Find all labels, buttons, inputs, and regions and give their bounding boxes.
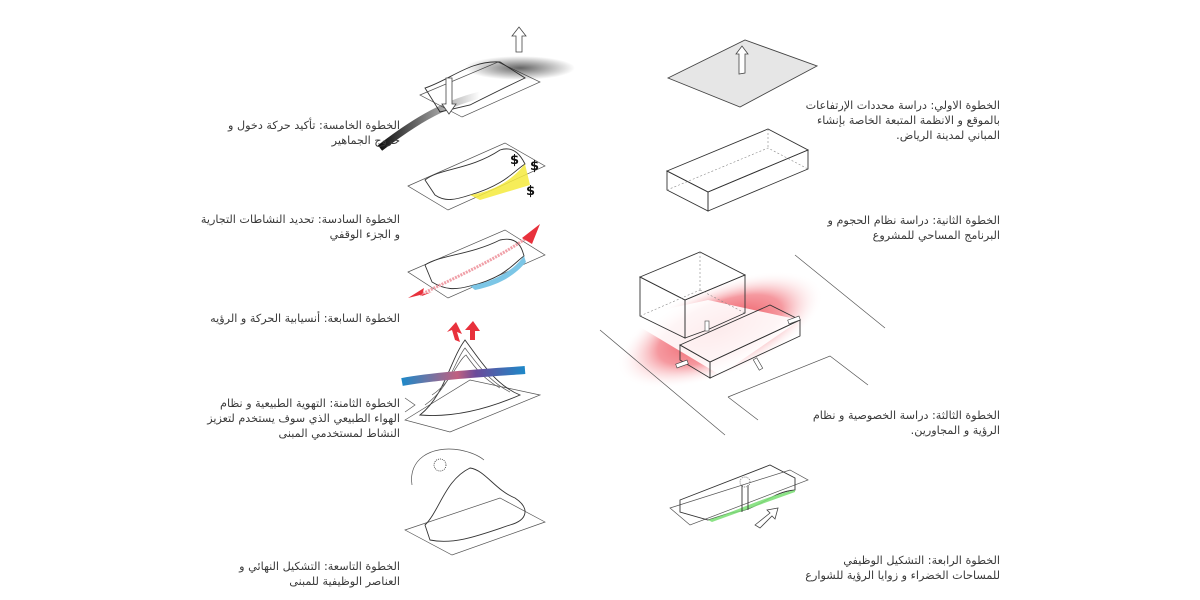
step-5-label: الخطوة الخامسة: تأكيد حركة دخول و خروج ا…	[200, 118, 400, 148]
crowd-particles	[465, 56, 575, 80]
label-line: الخطوة الثالثة: دراسة الخصوصية و نظام	[812, 409, 1000, 422]
label-line: الخطوة السابعة: أنسيابية الحركة و الرؤيه	[210, 312, 400, 325]
final-building-form	[424, 467, 526, 542]
step-4-label: الخطوة الرابعة: التشكيل الوظيفي للمساحات…	[800, 553, 1000, 583]
natural-ventilation-diagram	[401, 321, 542, 433]
step-3-label: الخطوة الثالثة: دراسة الخصوصية و نظام ال…	[800, 408, 1000, 438]
massing-volume-diagram	[665, 128, 810, 212]
label-line: البرنامج المساحي للمشروع	[872, 229, 1000, 242]
label-line: العناصر الوظيفية للمبنى	[289, 575, 400, 588]
label-line: الخطوة الاولي: دراسة محددات الإرتفاعات	[805, 99, 1000, 112]
up-arrow-icon	[511, 26, 527, 53]
label-line: خروج الجماهير	[331, 134, 400, 147]
green-space-view-diagram	[669, 464, 809, 529]
label-line: الرؤية و المجاورين.	[910, 424, 1000, 437]
label-line: الهواء الطبيعي الذي سوف يستخدم لتعزيز	[207, 412, 400, 425]
label-line: الخطوة التاسعة: التشكيل النهائي و	[239, 560, 400, 573]
label-line: الخطوة الرابعة: التشكيل الوظيفي	[843, 554, 1000, 567]
label-line: النشاط لمستخدمي المبنى	[278, 427, 400, 440]
label-line: بالموقع و الانظمة المتبعة الخاصة بإنشاء	[817, 114, 1000, 127]
label-line: و الجزء الوقفي	[329, 228, 400, 241]
sun-icon	[433, 458, 447, 472]
arrow-out-icon	[408, 288, 432, 298]
step-2-label: الخطوة الثانية: دراسة نظام الحجوم و البر…	[800, 213, 1000, 243]
label-line: الخطوة الخامسة: تأكيد حركة دخول و	[228, 119, 400, 132]
view-arrow-icon	[754, 507, 779, 529]
label-line: الخطوة الثانية: دراسة نظام الحجوم و	[827, 214, 1000, 227]
commercial-activity-diagram: $ $ $	[407, 142, 546, 211]
label-line: للمساحات الخضراء و زوايا الرؤية للشوارع	[805, 569, 1000, 582]
crowd-flow-diagram	[377, 26, 575, 151]
green-strip	[708, 490, 795, 522]
air-out-arrow-icon	[465, 321, 480, 340]
movement-flow-diagram	[407, 224, 546, 299]
air-out-arrow-icon	[447, 322, 462, 342]
movement-path	[419, 230, 536, 297]
height-limit-plane-diagram	[666, 39, 819, 108]
up-arrow-icon	[735, 45, 749, 75]
step-7-label: الخطوة السابعة: أنسيابية الحركة و الرؤيه	[200, 311, 400, 326]
label-line: الخطوة السادسة: تحديد النشاطات التجارية	[200, 213, 400, 226]
dollar-icon: $	[510, 153, 519, 168]
tree-icon	[739, 476, 751, 488]
final-form-sun-diagram	[404, 448, 546, 556]
arrow-in-icon	[522, 224, 540, 244]
step-9-label: الخطوة التاسعة: التشكيل النهائي و العناص…	[200, 559, 400, 589]
entry-stream	[377, 91, 481, 151]
sun-path-arc	[411, 448, 485, 486]
commercial-strip	[470, 164, 530, 200]
privacy-neighbors-diagram	[599, 251, 886, 436]
dollar-icon: $	[526, 184, 535, 199]
step-6-label: الخطوة السادسة: تحديد النشاطات التجارية …	[200, 212, 400, 242]
leader-line	[404, 397, 416, 413]
water-strip	[470, 256, 526, 290]
dollar-icon: $	[530, 159, 539, 174]
step-1-label: الخطوة الاولي: دراسة محددات الإرتفاعات ب…	[800, 98, 1000, 143]
down-arrow-icon	[441, 77, 457, 115]
step-8-label: الخطوة الثامنة: التهوية الطبيعية و نظام …	[200, 396, 400, 441]
label-line: الخطوة الثامنة: التهوية الطبيعية و نظام	[220, 397, 400, 410]
wind-flow	[401, 366, 526, 386]
label-line: المباني لمدينة الرياض.	[896, 129, 1000, 142]
